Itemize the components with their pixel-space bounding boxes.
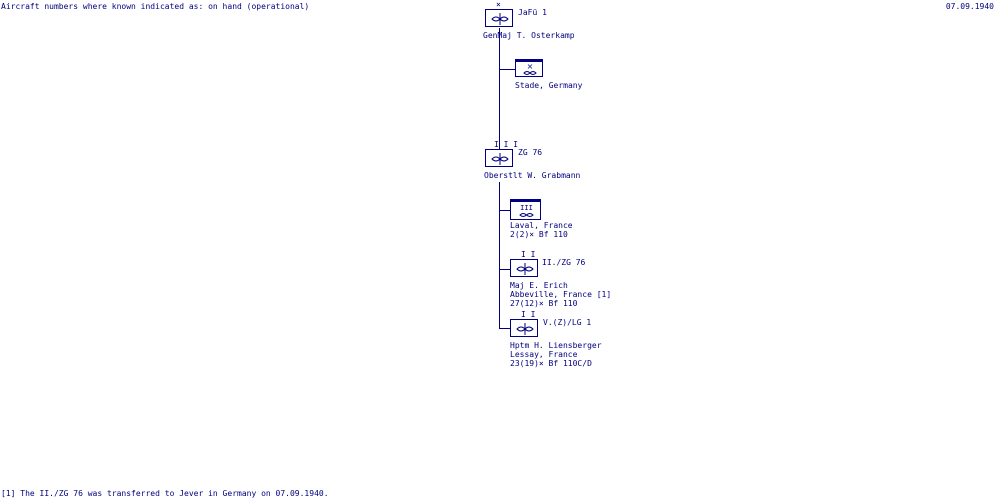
header-date: 07.09.1940 [945,2,994,11]
aircraft-ii-zg76: 27(12)× Bf 110 [510,299,578,308]
airbase-symbol-icon: × [523,62,537,75]
commander-ii-zg76: Maj E. Erich [510,281,568,290]
commander-zg76: Oberstlt W. Grabmann [484,171,581,180]
footer-note: [1] The II./ZG 76 was transferred to Jev… [1,489,329,498]
header-note: Aircraft numbers where known indicated a… [1,2,310,11]
propeller-fighter-icon [516,263,534,275]
connector-zg76-trunk [499,182,500,328]
connector-zg76-v [499,328,510,329]
echelon-marker: I I [521,250,536,259]
location-ii-zg76: Abbeville, France [1] [510,290,612,299]
location-laval: Laval, France [510,221,573,230]
svg-text:III: III [520,204,533,212]
aircraft-laval: 2(2)× Bf 110 [510,230,568,239]
unit-name-zg76: ZG 76 [518,148,543,157]
commander-jafu: GenMaj T. Osterkamp [483,31,575,40]
unit-symbol-stade[interactable]: × [515,59,543,77]
propeller-fighter-icon [491,153,509,165]
echelon-marker: × [496,0,501,9]
unit-name-ii-zg76: II./ZG 76 [542,258,586,267]
location-v-lg1: Lessay, France [510,350,578,359]
unit-name-jafu: JaFü 1 [518,8,547,17]
connector-jafu-stade [499,69,515,70]
propeller-fighter-icon [516,323,534,335]
location-stade: Stade, Germany [515,81,583,90]
aircraft-v-lg1: 23(19)× Bf 110C/D [510,359,592,368]
unit-symbol-ii-zg76[interactable] [510,259,538,277]
echelon-marker: I I I [494,140,519,149]
connector-jafu-trunk [499,28,500,150]
propeller-fighter-icon [491,13,509,25]
svg-text:×: × [527,62,534,71]
unit-symbol-v-lg1[interactable] [510,319,538,337]
airbase-symbol-icon: III [519,204,534,217]
connector-zg76-laval [499,210,510,211]
connector-zg76-ii [499,269,510,270]
unit-symbol-zg76[interactable] [485,149,513,167]
unit-name-v-lg1: V.(Z)/LG 1 [543,318,592,327]
echelon-marker: I I [521,310,536,319]
unit-symbol-laval[interactable]: III [510,199,541,220]
unit-symbol-jafu[interactable] [485,9,513,27]
commander-v-lg1: Hptm H. Liensberger [510,341,602,350]
